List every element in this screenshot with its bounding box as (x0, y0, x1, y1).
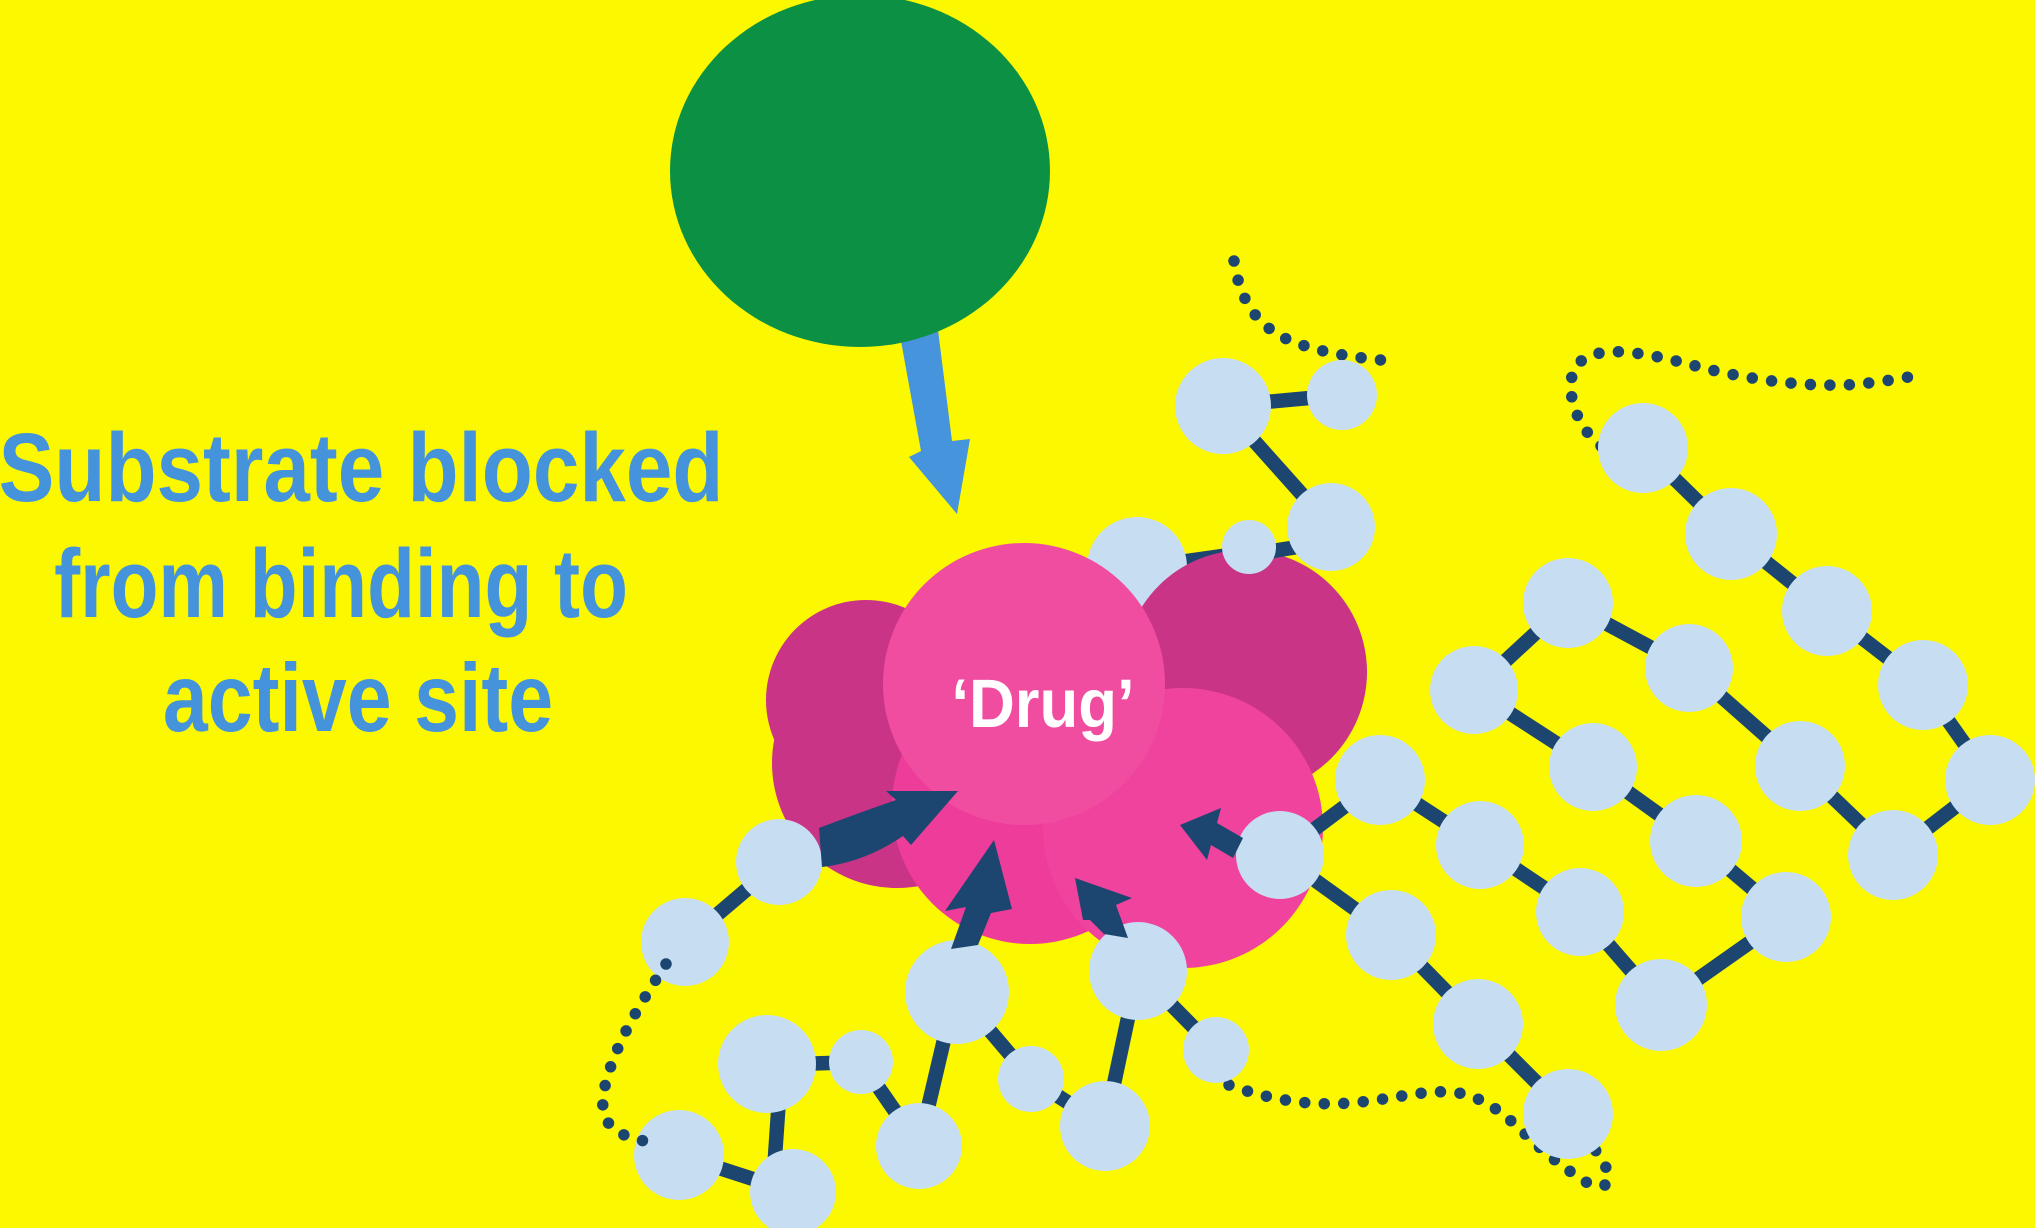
svg-text:from binding to: from binding to (54, 529, 628, 638)
svg-text:Substrate blocked: Substrate blocked (0, 414, 723, 522)
svg-text:‘Drug’: ‘Drug’ (951, 666, 1134, 743)
svg-text:active site: active site (163, 643, 553, 752)
